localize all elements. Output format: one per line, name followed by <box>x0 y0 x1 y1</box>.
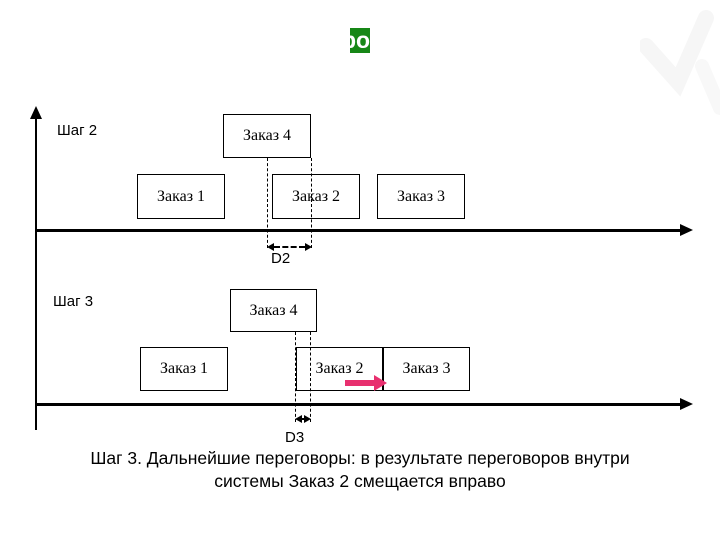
step3-timeline-arrowhead-icon <box>680 398 693 410</box>
d3-left-arrowhead-icon <box>295 414 302 423</box>
step3-axis-label: Шаг 3 <box>53 293 94 310</box>
shift-arrow-head <box>374 374 387 391</box>
step2-order2-box: Заказ 2 <box>272 174 360 219</box>
shift-arrow-shaft <box>345 379 374 386</box>
d3-right-arrowhead-icon <box>304 414 311 423</box>
step3-order1-label: Заказ 1 <box>159 360 209 377</box>
step2-right-projection-line <box>311 158 312 248</box>
step3-order2-label: Заказ 2 <box>315 360 364 377</box>
step3-order1-box: Заказ 1 <box>140 347 228 391</box>
step3-order3-box: Заказ 3 <box>383 347 470 391</box>
vertical-axis-line <box>35 118 37 430</box>
step2-timeline <box>36 229 682 232</box>
d3-span-arrow <box>295 414 311 423</box>
step2-order3-box: Заказ 3 <box>377 174 465 219</box>
step2-order1-label: Заказ 1 <box>156 187 206 205</box>
step2-order1-box: Заказ 1 <box>137 174 225 219</box>
step3-timeline <box>36 403 682 406</box>
step2-order4-label: Заказ 4 <box>242 127 292 144</box>
step2-timeline-arrowhead-icon <box>680 224 693 236</box>
step2-order2-label: Заказ 2 <box>291 187 341 205</box>
step2-axis-label: Шаг 2 <box>57 122 98 139</box>
title-highlight-text: ро <box>350 28 370 53</box>
d2-label: D2 <box>271 250 291 267</box>
step3-order4-label: Заказ 4 <box>249 301 298 319</box>
caption-line-2: системы Заказ 2 смещается вправо <box>214 471 506 491</box>
step3-left-projection-line <box>295 332 296 422</box>
step3-order4-box: Заказ 4 <box>230 289 317 332</box>
d2-left-arrowhead-icon <box>267 242 274 251</box>
shift-right-arrow-icon <box>345 374 387 391</box>
slide-caption: Шаг 3. Дальнейшие переговоры: в результа… <box>0 447 720 493</box>
d2-right-arrowhead-icon <box>305 242 312 251</box>
step3-order3-label: Заказ 3 <box>402 360 451 377</box>
caption-line-1: Шаг 3. Дальнейшие переговоры: в результа… <box>90 448 630 468</box>
d2-dashed-line <box>274 245 305 248</box>
step2-order4-box: Заказ 4 <box>223 114 311 158</box>
d3-label: D3 <box>285 429 305 446</box>
step3-right-projection-line <box>310 332 311 422</box>
title-highlight: ро <box>350 28 370 53</box>
vertical-axis-arrowhead-icon <box>30 106 42 119</box>
watermark-check-icon <box>640 10 720 115</box>
step2-order3-label: Заказ 3 <box>396 187 446 205</box>
d2-span-arrow <box>267 242 312 251</box>
d3-dashed-line <box>302 417 304 420</box>
step2-left-projection-line <box>267 158 268 248</box>
